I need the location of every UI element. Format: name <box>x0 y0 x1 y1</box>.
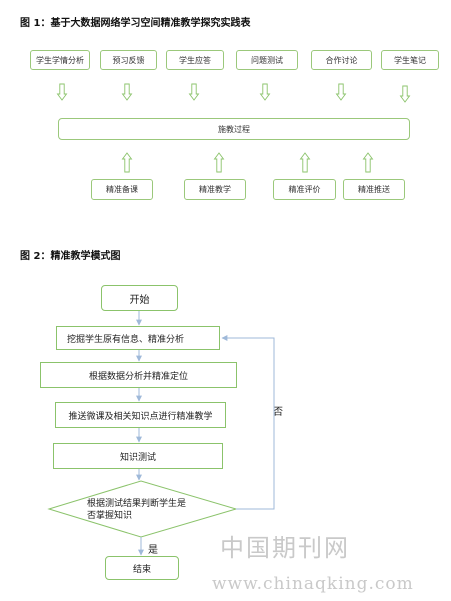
label-yes: 是 <box>148 545 158 556</box>
figure1-caption: 图 1：基于大数据网络学习空间精准教学探究实践表 <box>20 18 251 29</box>
label-no: 否 <box>273 407 283 418</box>
node-precise-preparation: 精准备课 <box>91 179 153 200</box>
node-precise-evaluation: 精准评价 <box>273 179 336 200</box>
node-student-notes: 学生笔记 <box>381 50 439 70</box>
flow-decision-diamond <box>47 480 238 538</box>
node-student-analysis: 学生学情分析 <box>30 50 90 70</box>
down-arrow-6 <box>399 85 411 103</box>
down-arrow-3 <box>188 83 200 101</box>
node-group-discussion: 合作讨论 <box>311 50 372 70</box>
flow-decision-line1: 根据测试结果判断学生是 <box>87 499 187 509</box>
down-arrow-5 <box>335 83 347 101</box>
flow-step-knowledge-test: 知识测试 <box>53 443 223 469</box>
flow-decision-text: 根据测试结果判断学生是 否掌握知识 <box>87 498 186 522</box>
up-arrow-3 <box>299 152 311 173</box>
watermark-url: www.chinaqking.com <box>212 574 414 594</box>
connector-loop-back <box>221 335 275 510</box>
watermark-logo: 中国期刊网 <box>220 534 350 562</box>
node-precise-push: 精准推送 <box>343 179 405 200</box>
node-preview-feedback: 预习反馈 <box>100 50 157 70</box>
up-arrow-1 <box>121 152 133 173</box>
down-arrow-1 <box>56 83 68 101</box>
node-teaching-process: 施教过程 <box>58 118 410 140</box>
flow-start: 开始 <box>101 285 178 311</box>
flow-step-data-analysis: 根据数据分析并精准定位 <box>40 362 237 388</box>
node-precise-teaching: 精准教学 <box>184 179 246 200</box>
flow-decision-line2: 否掌握知识 <box>87 511 133 521</box>
down-arrow-2 <box>121 83 133 101</box>
node-student-response: 学生应答 <box>166 50 224 70</box>
figure2-caption: 图 2：精准教学模式图 <box>20 251 121 262</box>
flow-step-push-microlessons: 推送微课及相关知识点进行精准教学 <box>55 402 226 428</box>
up-arrow-4 <box>362 152 374 173</box>
up-arrow-2 <box>213 152 225 173</box>
node-problem-test: 问题测试 <box>236 50 298 70</box>
flow-end: 结束 <box>105 556 179 580</box>
flow-step-mine-info: 挖掘学生原有信息、精准分析 <box>56 326 220 350</box>
down-arrow-4 <box>259 83 271 101</box>
